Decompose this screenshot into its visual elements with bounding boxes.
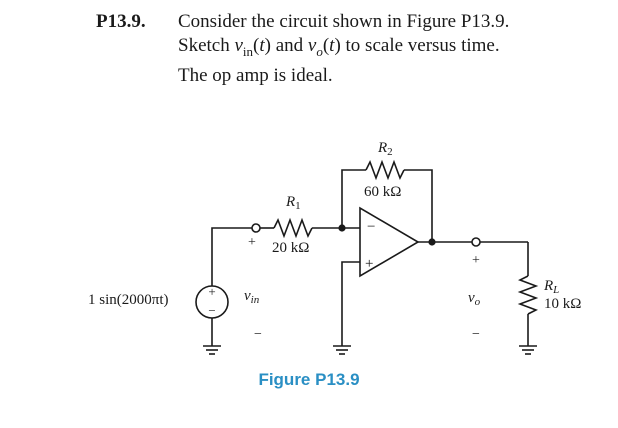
vo-minus: −: [472, 327, 480, 342]
wire-source-to-vin: [211, 227, 252, 286]
ground-icon-opamp: [333, 345, 351, 355]
output-node: [428, 238, 436, 246]
source-label: 1 sin(2000πt): [88, 292, 169, 308]
rl-value: 10 kΩ: [544, 296, 581, 312]
vo-terminal: [471, 237, 481, 247]
wire-noninverting-to-ground: [341, 261, 360, 346]
rl-label: RL: [543, 278, 559, 296]
r2-value: 60 kΩ: [364, 184, 401, 200]
vo-label: vo: [468, 290, 481, 308]
source-plus: +: [208, 284, 215, 299]
figure-caption: Figure P13.9: [258, 370, 360, 389]
wire-feedback-left: [341, 169, 366, 228]
vin-minus: −: [254, 327, 262, 342]
source-minus: −: [208, 303, 215, 318]
vin-plus: +: [248, 235, 256, 250]
vo-plus: +: [472, 253, 480, 268]
problem-line-1: Consider the circuit shown in Figure P13…: [178, 11, 510, 32]
ground-icon-source: [203, 345, 221, 355]
opamp-icon: [359, 206, 420, 278]
vin-terminal: [251, 223, 261, 233]
problem-line-3: The op amp is ideal.: [178, 64, 333, 86]
resistor-r2-icon: [365, 159, 405, 181]
r1-label: R1: [285, 194, 301, 212]
problem-text: Consider the circuit shown in Figure P13…: [178, 10, 608, 88]
opamp-plus: +: [365, 256, 373, 272]
problem-line-2: Sketch vin(t) and vo(t) to scale versus …: [178, 35, 500, 59]
ground-icon-load: [519, 345, 537, 355]
resistor-rl-icon: [517, 275, 539, 315]
problem-number: P13.9.: [96, 11, 146, 32]
inverting-node: [338, 224, 346, 232]
wire-feedback-right: [404, 169, 433, 242]
resistor-r1-icon: [273, 217, 313, 239]
vin-label: vin: [244, 288, 260, 306]
opamp-minus: −: [367, 219, 375, 235]
r2-label: R2: [377, 140, 393, 158]
voltage-source-icon: [195, 285, 229, 319]
r1-value: 20 kΩ: [272, 240, 309, 256]
